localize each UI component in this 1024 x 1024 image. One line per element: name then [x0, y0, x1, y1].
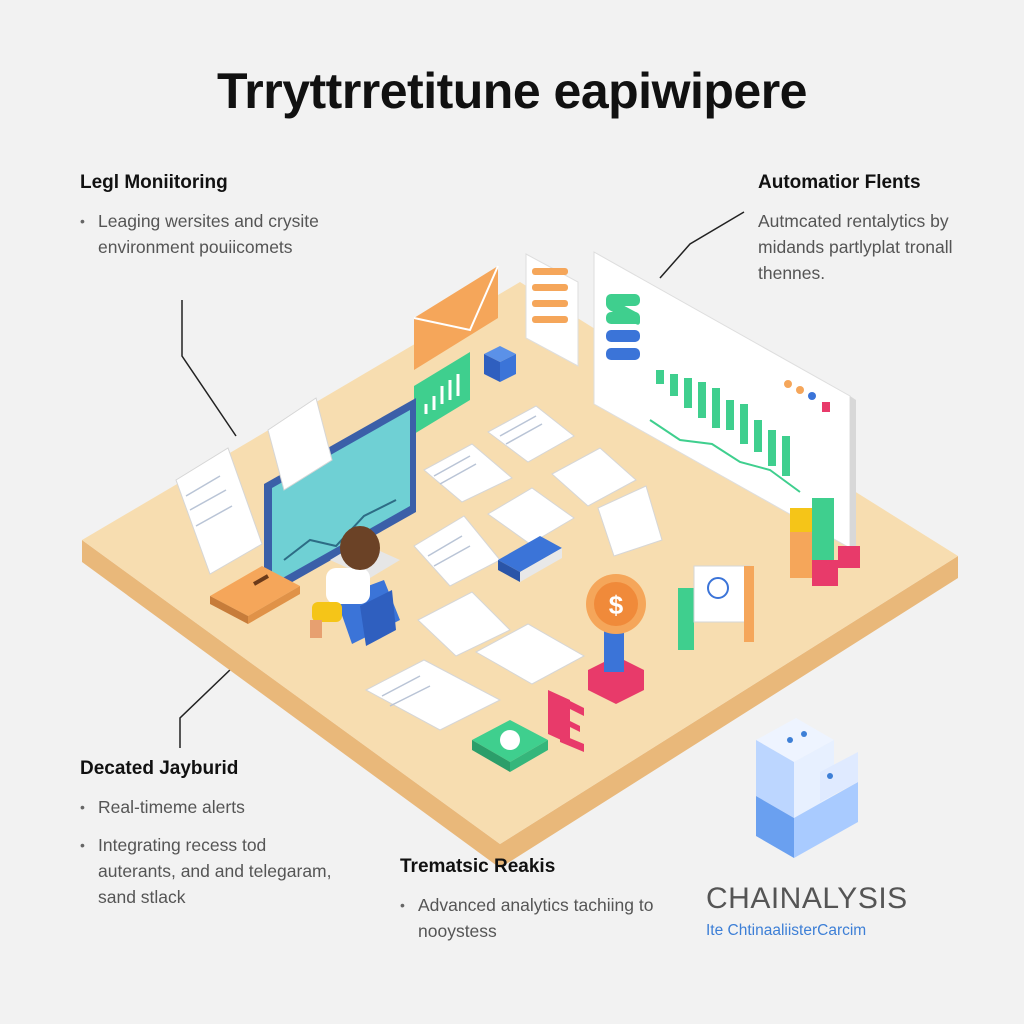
dollar-coin-icon: $	[586, 574, 646, 704]
callout-automation-flents: Automatior Flents Autmcated rentalytics …	[758, 172, 978, 286]
letter-block	[548, 690, 584, 752]
callout-dedicated-dashboard: Decated Jayburid Real-timeme alerts Inte…	[80, 758, 340, 910]
frame-icon	[678, 565, 754, 650]
book-stack	[210, 566, 300, 624]
brand-logo: CHAINALYSIS Ite ChtinaaliisterCarcim	[706, 882, 936, 940]
data-cube-icon	[484, 346, 516, 382]
callout-bullet: Real-timeme alerts	[80, 794, 340, 820]
brand-tagline: Ite ChtinaaliisterCarcim	[706, 922, 867, 939]
callout-heading: Decated Jayburid	[80, 758, 239, 779]
ledger-book	[472, 720, 548, 772]
book-icon	[498, 536, 562, 582]
callout-heading: Legl Moniitoring	[80, 172, 228, 193]
svg-text:$: $	[609, 590, 624, 620]
callout-thematic-reports: Trematsic Reakis Advanced analytics tach…	[400, 856, 660, 944]
block-stack	[790, 498, 860, 586]
callout-legal-monitoring: Legl Moniitoring Leaging wersites and cr…	[80, 172, 340, 260]
analytics-dashboard-panel	[593, 251, 856, 552]
brand-name: CHAINALYSIS	[706, 882, 908, 915]
cube-stack-icon	[756, 718, 858, 858]
task-list-panel	[525, 253, 579, 367]
callout-bullet: Integrating recess tod auterants, and an…	[80, 832, 340, 910]
person-at-desk	[310, 526, 400, 646]
page-title: Trryttrretitune eapiwipere	[217, 63, 807, 119]
connector-dashboard	[179, 667, 233, 748]
callout-heading: Trematsic Reakis	[400, 856, 556, 877]
connector-legal	[181, 300, 237, 437]
callout-heading: Automatior Flents	[758, 172, 921, 193]
connector-automation	[659, 211, 745, 279]
callout-bullet: Autmcated rentalytics by midands partlyp…	[758, 211, 953, 283]
document-lines	[185, 415, 543, 707]
callout-bullet: Advanced analytics tachiing to nooystess	[400, 892, 660, 944]
callout-bullet: Leaging wersites and crysite environment…	[80, 208, 340, 260]
document-sheets	[175, 397, 663, 731]
envelope-icon	[413, 265, 499, 370]
bar-chart-icon	[656, 370, 790, 476]
chart-panel-icon	[414, 352, 470, 434]
